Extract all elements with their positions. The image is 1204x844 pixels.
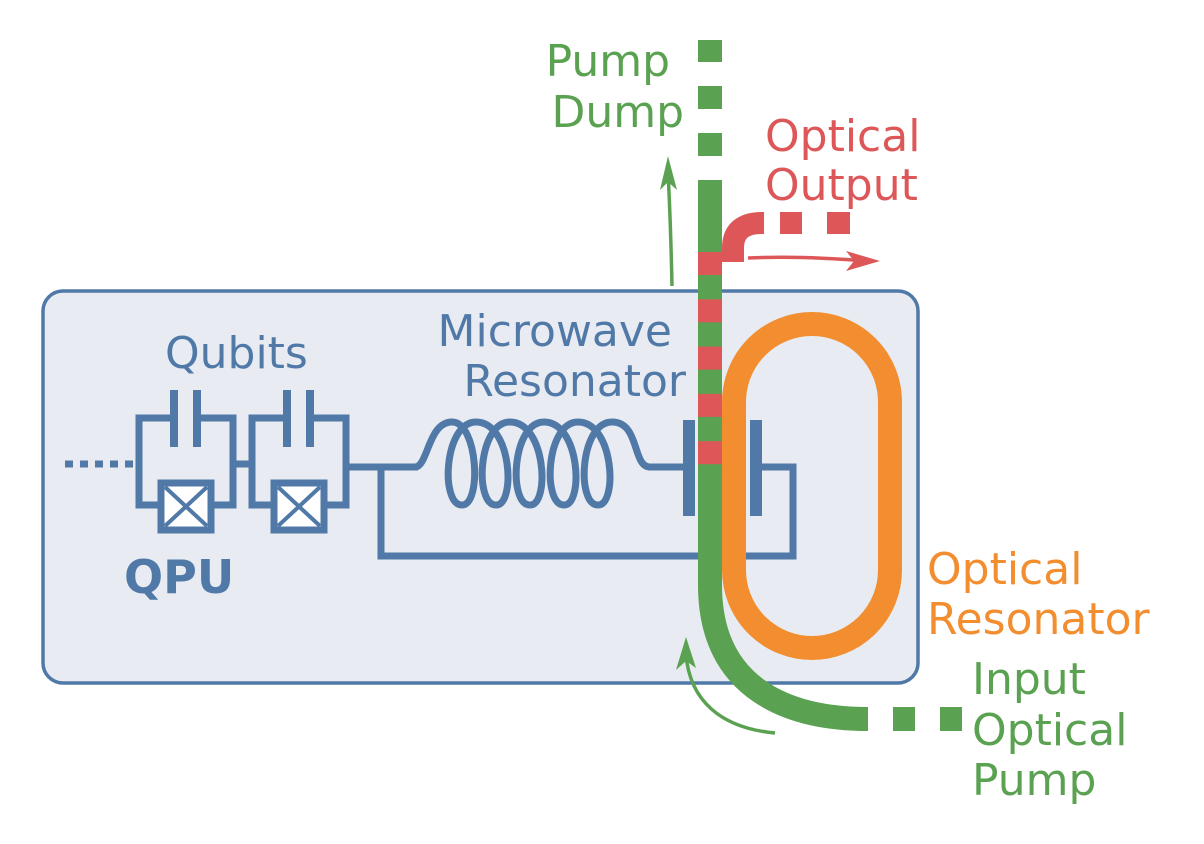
qpu — [65, 390, 350, 534]
output-signal-segment — [698, 252, 722, 275]
microwave-resonator-label: Microwave Resonator — [438, 306, 687, 407]
optical-output-waveguide — [722, 212, 850, 262]
pump-dump-arrow-icon — [660, 156, 677, 287]
pump-waveguide — [698, 40, 962, 731]
output-signal-segment — [698, 393, 722, 417]
josephson-junction-icon — [157, 479, 215, 534]
output-signal-segment — [698, 299, 722, 323]
qubit-1 — [135, 390, 237, 534]
optical-resonator-label: Optical Resonator — [927, 544, 1151, 645]
qubits-label: Qubits — [165, 328, 308, 379]
output-arrow-icon — [747, 251, 880, 271]
optical-resonator-ring — [722, 312, 902, 660]
output-signal-segments — [698, 252, 722, 465]
input-pump-arrow-icon — [676, 637, 776, 735]
microwave-resonator — [346, 418, 797, 560]
input-optical-pump-label: Input Optical Pump — [972, 654, 1141, 806]
qubit-2 — [248, 390, 350, 534]
pump-dump-label: Pump Dump — [546, 36, 684, 138]
qpu-label: QPU — [124, 550, 234, 604]
output-signal-segment — [698, 441, 722, 465]
output-signal-segment — [698, 346, 722, 370]
capacitor-plate-left — [683, 420, 695, 516]
capacitor-plate-right — [750, 420, 762, 516]
josephson-junction-icon — [270, 479, 328, 534]
optical-output-label: Optical Output — [765, 111, 934, 211]
inductor-coil-icon — [413, 418, 651, 509]
